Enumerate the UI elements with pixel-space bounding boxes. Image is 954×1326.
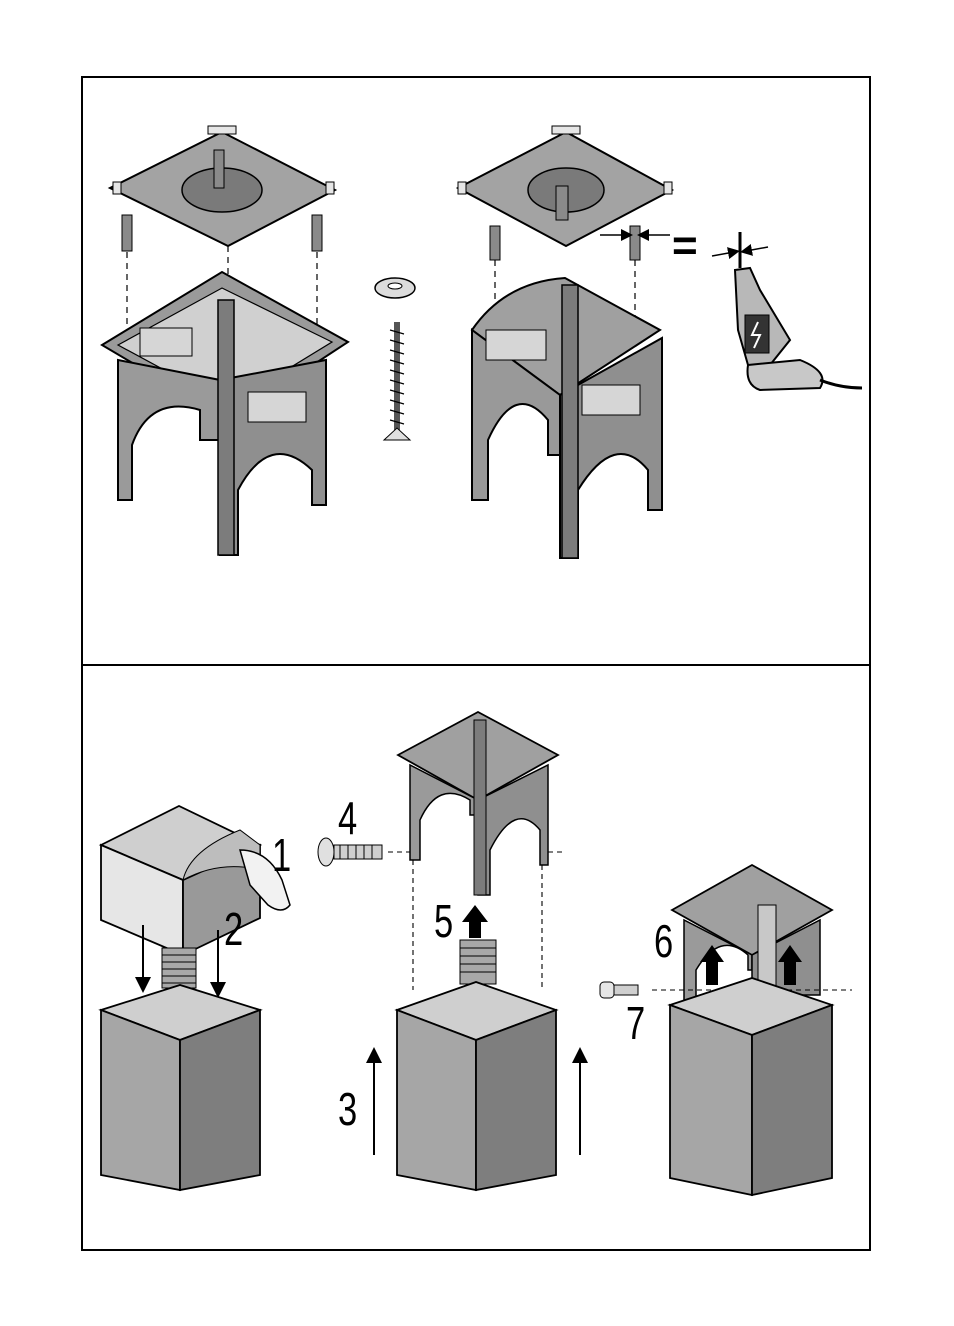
step-number-4: 4: [338, 795, 357, 841]
frame-middle: [398, 712, 558, 895]
up-arrow-step5: [462, 905, 488, 938]
wall-plug-right-2: [630, 226, 640, 260]
frame-right: [472, 278, 662, 558]
step-number-2: 2: [224, 906, 243, 952]
hood-body-middle: [397, 982, 556, 1190]
equals-sign: =: [672, 224, 698, 268]
screw: [384, 322, 410, 440]
wall-plug-right-1: [490, 226, 500, 260]
duct-middle: [460, 940, 496, 984]
wall-plug-center-right: [556, 186, 568, 220]
frame-left: [102, 272, 348, 555]
hood-body-right: [670, 978, 832, 1195]
step-number-1: 1: [272, 832, 291, 878]
wall-plug-left-2: [312, 215, 322, 251]
wall-plug-center-left: [214, 150, 224, 188]
step-number-5: 5: [434, 898, 453, 944]
drill-icon: [712, 232, 862, 390]
cover-box-top-left: [101, 806, 290, 955]
hood-body-left: [101, 985, 260, 1190]
wall-plug-left-1: [122, 215, 132, 251]
step-number-7: 7: [626, 1000, 645, 1046]
washer: [375, 278, 415, 298]
step-number-3: 3: [338, 1086, 357, 1132]
step-number-6: 6: [654, 918, 673, 964]
screw-small-step7: [600, 982, 638, 998]
duct-left: [162, 948, 196, 988]
